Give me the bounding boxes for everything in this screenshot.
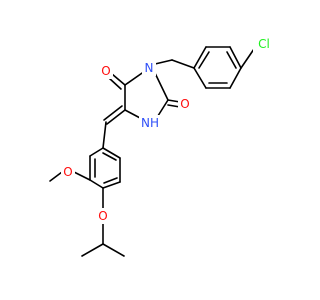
bond-exocyclic-b [103,105,123,121]
bond-ring1-a [229,67,242,89]
bond-methoxy-a [73,171,91,181]
carbonyl-oxygen-label: O [101,64,110,78]
label-background [142,60,156,76]
bond-n3-c4 [124,70,146,86]
bond-ring2-d [102,181,121,189]
carbonyl-oxygen-c2: O [178,96,192,112]
bond-isopropoxy-d [102,243,125,257]
label-background [96,208,110,224]
chemical-structure: Cl N NH O O O O [49,36,275,257]
label-background [139,115,161,131]
carbonyl-oxygen-c4: O [99,63,113,79]
bond-c2-n3 [153,70,169,101]
bond-ring2-f-inner [102,152,117,161]
label-background [253,36,275,52]
imide-nitrogen-label: N [145,61,154,75]
isopropoxy-oxygen: O [96,208,110,224]
bond-exocyclic-a [106,109,126,125]
bond-ring2-d-inner [103,177,118,184]
bond-ring1-f-inner [226,51,237,69]
label-background [61,164,75,180]
bond-c4-o-inner [108,77,122,90]
bond-ring1-d [193,46,207,69]
imide-nitrogen-atom: N [142,60,156,76]
bonds [49,46,255,257]
carbonyl-oxygen-label: O [180,97,189,111]
bond-benzyl-a [171,59,195,69]
label-background [99,63,113,79]
atom-labels: Cl N NH O O O O [61,36,275,224]
bond-ring2-a [89,147,104,157]
bond-cl [240,48,255,69]
label-background [178,96,192,112]
bond-isopropoxy-c [81,243,104,257]
bond-ring1-c [193,67,207,89]
bond-ring2-c [89,179,104,189]
bond-ring2-f [102,147,121,159]
bond-ring1-f [229,46,242,69]
bond-c4-o [111,73,126,86]
amide-nh-label: NH [141,116,159,130]
bond-benzyl-b [154,59,173,65]
methoxy-oxygen: O [61,164,75,180]
amide-nh-atom: NH [139,115,161,131]
methoxy-oxygen-label: O [63,165,72,179]
bond-methoxy-b [49,171,63,182]
bond-methine-aryl [102,121,107,149]
chlorine-label: Cl [258,37,270,51]
isopropoxy-oxygen-label: O [98,209,107,223]
chlorine-atom: Cl [253,36,275,52]
bond-ring1-d-inner [198,51,210,69]
